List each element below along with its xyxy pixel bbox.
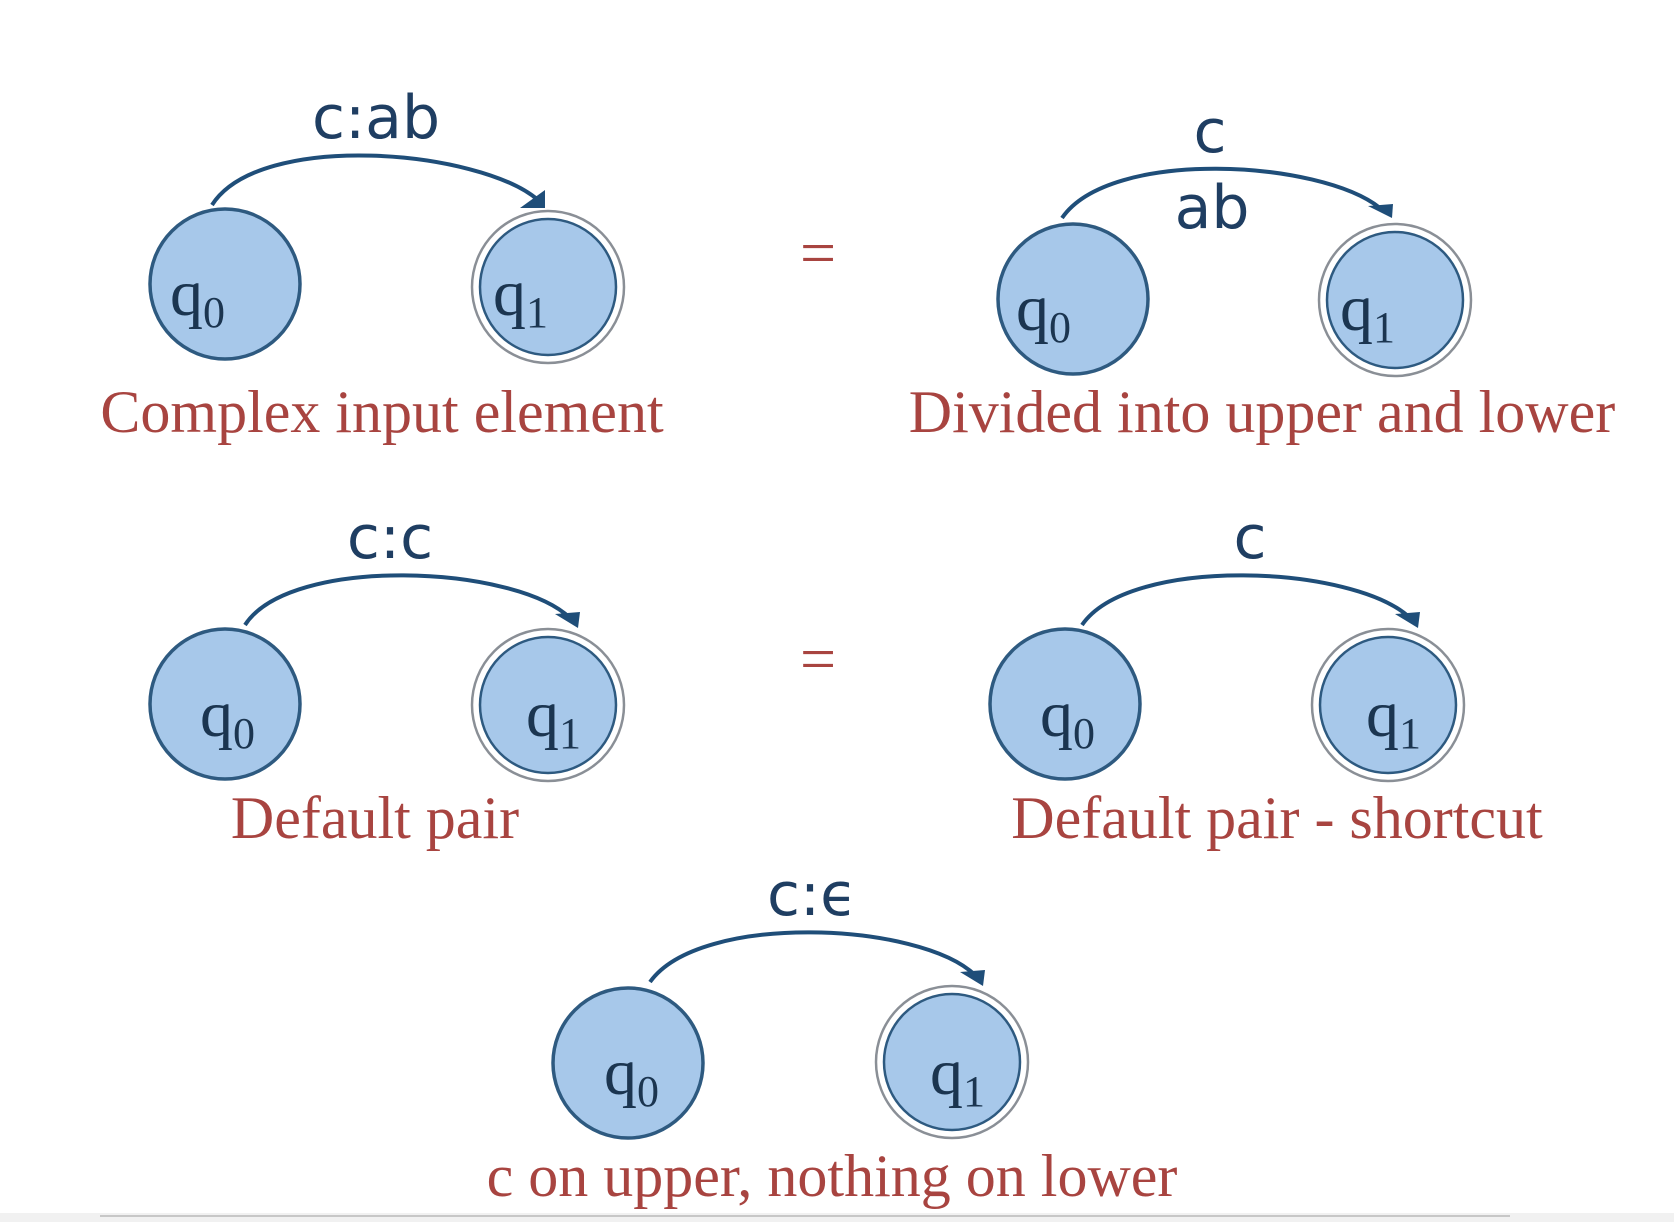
- state-label: q: [1040, 678, 1073, 751]
- state-q1-accepting: q1: [874, 984, 1030, 1140]
- state-subscript: 1: [963, 1067, 985, 1116]
- state-q1-accepting: q1: [470, 627, 626, 783]
- svg-text:q0: q0: [170, 257, 225, 337]
- transition-arc: [1060, 166, 1382, 220]
- state-subscript: 1: [1373, 303, 1395, 352]
- svg-text:q1: q1: [1340, 272, 1395, 352]
- svg-text:q0: q0: [1016, 272, 1071, 352]
- equals-sign: =: [800, 217, 836, 288]
- arc-label: c:ϵ: [767, 860, 857, 930]
- svg-text:q0: q0: [1040, 678, 1095, 758]
- svg-text:q1: q1: [526, 678, 581, 758]
- arrowhead-icon: [960, 970, 985, 986]
- state-label: q: [930, 1036, 963, 1109]
- state-q1-accepting: q1: [470, 209, 626, 365]
- caption-default: Default pair: [231, 785, 519, 851]
- state-subscript: 0: [637, 1067, 659, 1116]
- panel-epsilon: c:ϵ q0 q1 c on upper, nothing on lower: [487, 860, 1178, 1209]
- svg-text:q0: q0: [604, 1036, 659, 1116]
- state-q1-accepting: q1: [1317, 222, 1473, 378]
- state-subscript: 0: [1049, 303, 1071, 352]
- equals-sign: =: [800, 623, 836, 694]
- state-label: q: [604, 1036, 637, 1109]
- caption-shortcut: Default pair - shortcut: [1011, 785, 1543, 851]
- caption-complex: Complex input element: [100, 379, 664, 445]
- panel-divided: c ab q0 q1 Divided into upper and lower: [909, 97, 1616, 445]
- bottom-scrollbar[interactable]: [0, 1213, 1674, 1222]
- state-q1-accepting: q1: [1310, 627, 1466, 783]
- svg-text:q1: q1: [930, 1036, 985, 1116]
- state-label: q: [200, 678, 233, 751]
- state-q0: q0: [551, 986, 705, 1140]
- panel-default: c:c q0 q1 Default pair: [148, 503, 626, 851]
- state-subscript: 0: [203, 288, 225, 337]
- arc-label: c:ab: [312, 83, 440, 153]
- caption-divided: Divided into upper and lower: [909, 379, 1616, 445]
- arrowhead-icon: [1368, 204, 1393, 218]
- arc-label: c:c: [347, 503, 433, 573]
- state-subscript: 0: [1073, 709, 1095, 758]
- panel-shortcut: c q0 q1 Default pair - shortcut: [988, 503, 1543, 851]
- state-label: q: [1366, 678, 1399, 751]
- svg-text:q0: q0: [200, 678, 255, 758]
- svg-text:q1: q1: [493, 257, 548, 337]
- caption-epsilon: c on upper, nothing on lower: [487, 1143, 1178, 1209]
- arrowhead-icon: [555, 612, 580, 628]
- state-q0: q0: [996, 222, 1150, 376]
- state-subscript: 1: [559, 709, 581, 758]
- transition-arc: [1080, 573, 1412, 627]
- state-label: q: [526, 678, 559, 751]
- state-subscript: 1: [526, 288, 548, 337]
- state-q0: q0: [988, 627, 1142, 781]
- panel-complex: c:ab q0 q1 Complex input element: [100, 83, 664, 445]
- state-label: q: [170, 257, 203, 330]
- state-subscript: 0: [233, 709, 255, 758]
- arc-label-upper: c: [1194, 97, 1227, 167]
- transition-arc: [210, 153, 540, 207]
- state-subscript: 1: [1399, 709, 1421, 758]
- transition-arc: [648, 930, 977, 984]
- state-q0: q0: [148, 207, 302, 361]
- state-q0: q0: [148, 627, 302, 781]
- arrowhead-icon: [1395, 612, 1420, 628]
- svg-text:q1: q1: [1366, 678, 1421, 758]
- state-label: q: [1016, 272, 1049, 345]
- transition-arc: [243, 573, 572, 627]
- state-label: q: [1340, 272, 1373, 345]
- state-label: q: [493, 257, 526, 330]
- arc-label: c: [1234, 503, 1267, 573]
- arrowhead-icon: [520, 190, 545, 208]
- arc-label-lower: ab: [1175, 173, 1250, 243]
